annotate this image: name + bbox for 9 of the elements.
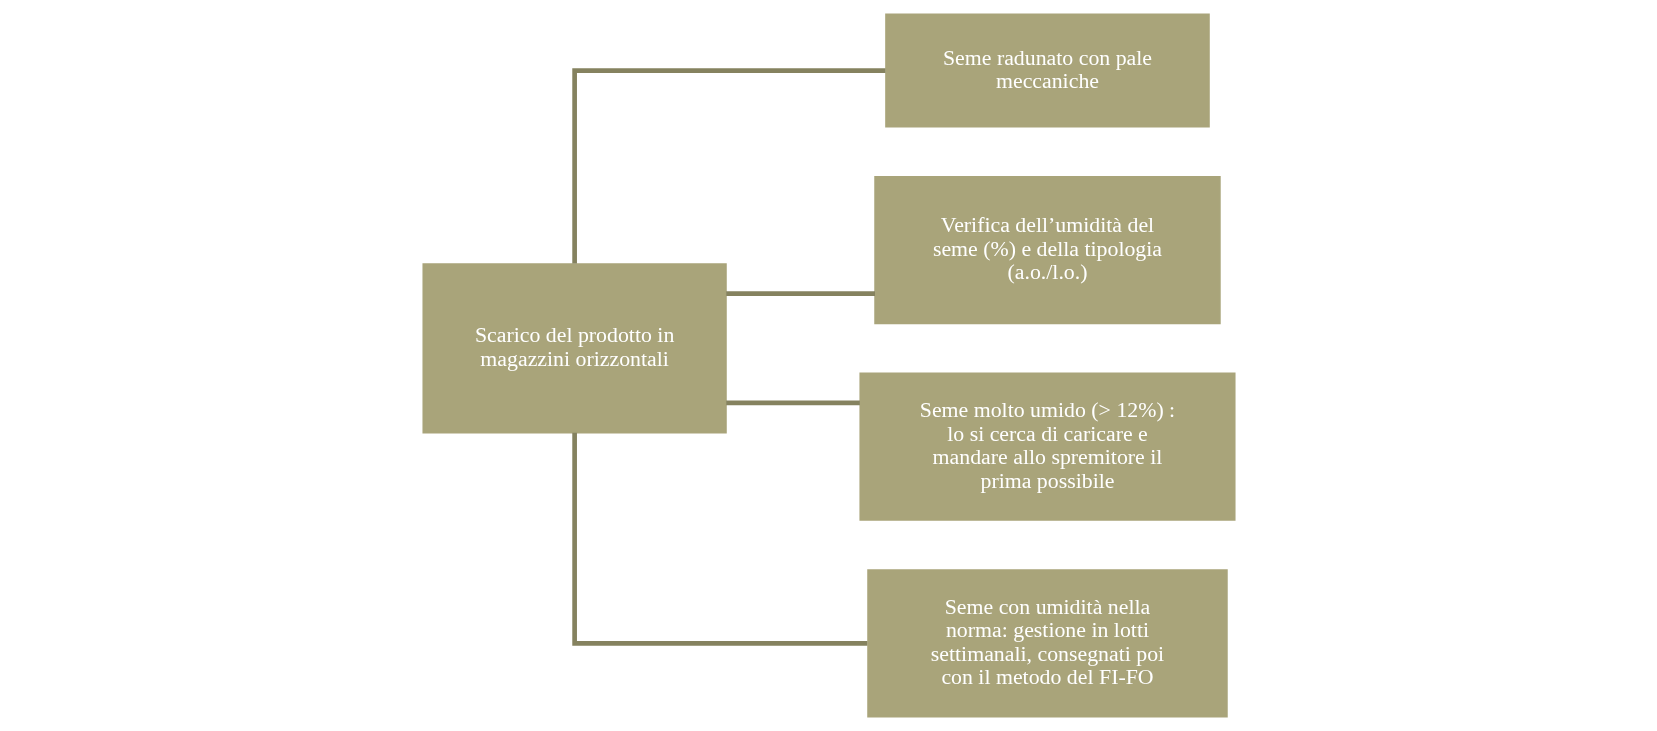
connector: [725, 400, 860, 406]
node-box: Verifica dell’umidità del seme (%) e della tipologia (a.o./l.o.): [873, 175, 1221, 325]
connector: [571, 68, 885, 264]
connector: [725, 291, 875, 297]
node-box: Seme molto umido (> 12%) : lo si cerca di caricare e mandare allo spremitore il prima possibile: [858, 372, 1236, 521]
node-box: Seme con umidità nella norma: gestione in lotti settimanali, consegnati poi con il metodo del FI-FO: [866, 569, 1228, 718]
connector: [571, 432, 867, 646]
node-box: Seme radunato con pale meccaniche: [884, 13, 1210, 128]
node-box: Scarico del prodotto in magazzini orizzontali: [421, 263, 727, 434]
